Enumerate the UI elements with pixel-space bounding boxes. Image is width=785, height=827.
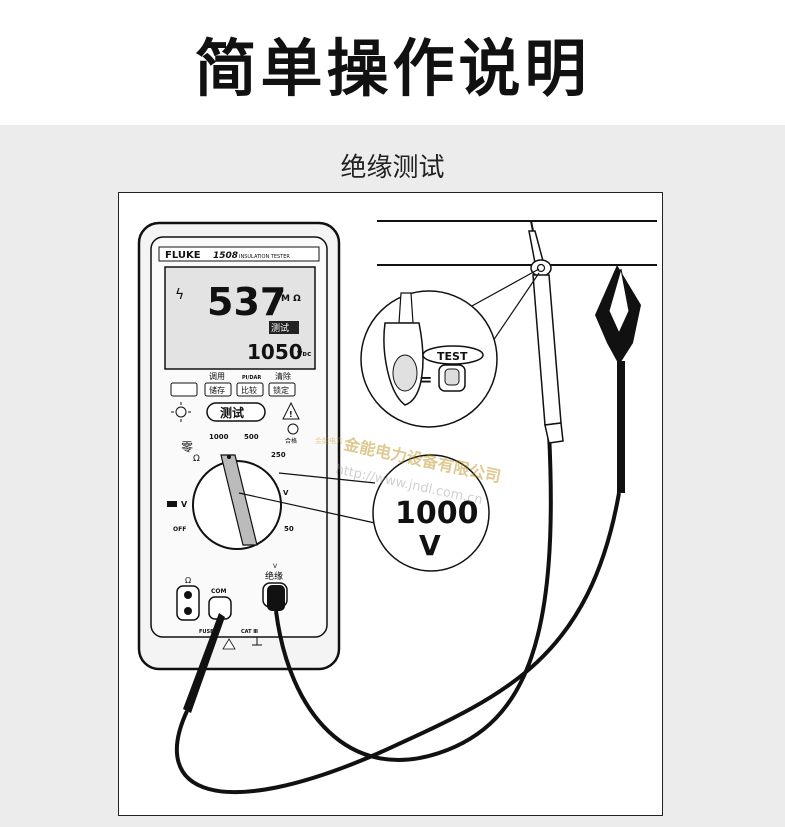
pass-indicator <box>287 423 299 435</box>
probe-test-label: TEST <box>437 350 468 363</box>
lock-button-label: 锁定 <box>273 385 289 395</box>
dial-zero-label: 零 <box>181 440 193 454</box>
secondary-reading: 1050 <box>247 340 303 364</box>
illustration-frame: FLUKE 1508 INSULATION TESTER ϟ 537 M Ω 测… <box>118 192 663 816</box>
insulation-test-illustration: FLUKE 1508 INSULATION TESTER ϟ 537 M Ω 测… <box>137 220 657 795</box>
mode-badge-bg <box>269 321 299 334</box>
dial-ohm-label: Ω <box>193 454 200 464</box>
dial-100-unit-label: V <box>283 489 289 497</box>
cat-label: CAT Ⅲ <box>241 629 258 635</box>
brand-logo: FLUKE <box>165 250 201 261</box>
com-jack-label: COM <box>211 588 227 595</box>
dial-volt-label: V <box>181 500 188 509</box>
main-unit: M Ω <box>281 294 301 304</box>
header: 简单操作说明 <box>0 0 785 125</box>
range-callout-value: 1000 <box>395 496 479 531</box>
range-callout: 1000 V <box>238 454 490 572</box>
probe-callout: = TEST <box>360 268 540 428</box>
secondary-unit: Vᴅᴄ <box>297 350 311 358</box>
watermark-logo: 金能电力 <box>315 436 343 445</box>
hazard-icon: ϟ <box>175 287 184 303</box>
test-button[interactable] <box>206 402 266 422</box>
multimeter-body: FLUKE 1508 INSULATION TESTER ϟ 537 M Ω 测… <box>137 221 341 671</box>
dial-pointer <box>220 454 258 546</box>
compare-button[interactable] <box>236 382 264 397</box>
warning-icon: ! <box>282 401 300 420</box>
ins-jack-label: 绝缘 <box>265 570 283 582</box>
mode-badge: 测试 <box>271 322 289 334</box>
compare-button-label: 比较 <box>241 385 257 395</box>
pass-indicator-label: 合格 <box>285 437 297 445</box>
alligator-clip <box>595 265 641 493</box>
section-title: 绝缘测试 <box>340 153 445 183</box>
svg-text:!: ! <box>289 410 293 419</box>
dial-500-label: 500 <box>244 433 259 441</box>
test-button-label: 测试 <box>220 405 244 420</box>
btn2-top-label: PI/DAR <box>242 375 261 381</box>
dial-50-label: 50 <box>284 525 294 533</box>
main-reading: 537 <box>207 280 286 324</box>
dial-pointer-dot <box>227 455 231 459</box>
store-button[interactable] <box>204 382 232 397</box>
equals-sign: = <box>419 370 432 389</box>
lock-button[interactable] <box>268 382 296 397</box>
ins-test-lead <box>267 432 553 762</box>
battery-icon <box>167 501 177 507</box>
blank-button[interactable] <box>170 382 198 397</box>
dial-250-label: 250 <box>271 451 286 459</box>
jack-warning-icon <box>222 638 236 650</box>
page-title: 简单操作说明 <box>194 32 591 105</box>
btn3-top-label: 清除 <box>275 371 291 381</box>
content-panel: 绝缘测试 FLUKE 1508 INSULATION TESTER ϟ 537 … <box>0 125 785 827</box>
ohm-jack[interactable] <box>176 585 200 621</box>
lcd-display <box>164 266 316 370</box>
com-test-lead <box>175 492 621 795</box>
test-probe <box>528 220 564 444</box>
backlight-icon[interactable] <box>171 402 191 422</box>
model-subtitle: INSULATION TESTER <box>239 254 290 260</box>
ohm-jack-label: Ω <box>185 576 191 585</box>
btn1-top-label: 调用 <box>209 372 225 381</box>
dial-1000-label: 1000 <box>209 433 229 441</box>
ins-jack-v-label: V <box>273 563 278 570</box>
dial-off-label: OFF <box>173 526 186 533</box>
range-callout-unit: V <box>419 529 441 562</box>
store-button-label: 储存 <box>209 385 225 395</box>
model-number: 1508 <box>213 251 238 261</box>
fuse-label: FUSE <box>199 629 214 635</box>
